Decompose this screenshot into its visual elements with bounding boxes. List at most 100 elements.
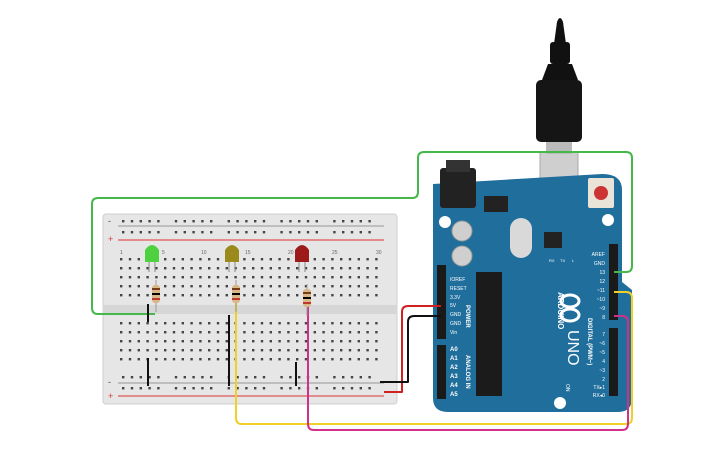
breadboard-hole — [120, 258, 123, 261]
breadboard-hole — [199, 322, 202, 325]
breadboard-hole — [210, 376, 213, 379]
pin-label: IOREF — [450, 277, 465, 283]
wires[interactable] — [91, 151, 633, 431]
breadboard-hole — [357, 340, 360, 343]
breadboard-hole — [210, 231, 213, 234]
col-label: 15 — [245, 250, 251, 256]
breadboard[interactable] — [102, 213, 398, 405]
breadboard-hole — [201, 231, 204, 234]
breadboard-hole — [357, 267, 360, 270]
resistor-3[interactable] — [303, 284, 311, 316]
breadboard-hole — [278, 258, 281, 261]
breadboard-hole — [201, 220, 204, 223]
breadboard-hole — [139, 231, 142, 234]
breadboard-hole — [366, 358, 369, 361]
board-led-labels: RX TX L — [549, 258, 575, 263]
breadboard-hole — [199, 331, 202, 334]
breadboard-hole — [210, 387, 213, 390]
resistor-1[interactable] — [152, 280, 160, 312]
breadboard-hole — [164, 358, 167, 361]
breadboard-hole — [225, 340, 228, 343]
breadboard-hole — [306, 231, 310, 234]
breadboard-hole — [252, 258, 255, 261]
breadboard-hole — [172, 340, 176, 343]
breadboard-hole — [190, 258, 193, 261]
breadboard-hole — [252, 294, 255, 297]
breadboard-hole — [366, 294, 369, 297]
breadboard-hole — [128, 340, 132, 343]
breadboard-hole — [148, 220, 151, 223]
breadboard-hole — [260, 358, 264, 361]
breadboard-hole — [174, 231, 178, 234]
breadboard-hole — [245, 376, 248, 379]
on-label: ON — [564, 384, 570, 392]
breadboard-hole — [120, 322, 123, 325]
breadboard-hole — [331, 285, 334, 288]
breadboard-hole — [128, 294, 132, 297]
breadboard-hole — [357, 285, 360, 288]
breadboard-hole — [368, 220, 371, 223]
breadboard-hole — [190, 322, 193, 325]
breadboard-hole — [128, 276, 132, 279]
breadboard-hole — [243, 349, 246, 352]
breadboard-hole — [322, 258, 325, 261]
breadboard-hole — [366, 340, 369, 343]
led-yellow[interactable] — [225, 245, 239, 272]
breadboard-hole — [181, 285, 184, 288]
breadboard-hole — [137, 349, 140, 352]
breadboard-hole — [306, 220, 310, 223]
breadboard-hole — [340, 294, 343, 297]
breadboard-hole — [366, 285, 369, 288]
breadboard-hole — [164, 276, 167, 279]
breadboard-hole — [190, 358, 193, 361]
breadboard-hole — [208, 358, 211, 361]
breadboard-hole — [210, 220, 213, 223]
breadboard-hole — [137, 285, 140, 288]
breadboard-hole — [128, 267, 132, 270]
col-label: 20 — [288, 250, 294, 256]
breadboard-hole — [313, 267, 316, 270]
breadboard-hole — [190, 285, 193, 288]
breadboard-hole — [137, 258, 140, 261]
arduino-logo — [559, 293, 581, 323]
breadboard-hole — [155, 267, 158, 270]
pin-label: 2 — [602, 377, 605, 383]
breadboard-hole — [287, 340, 290, 343]
resistor-2[interactable] — [232, 280, 240, 312]
breadboard-hole — [252, 267, 255, 270]
breadboard-hole — [120, 285, 123, 288]
breadboard-hole — [331, 258, 334, 261]
breadboard-hole — [298, 231, 301, 234]
led-red[interactable] — [295, 245, 309, 272]
breadboard-hole — [340, 285, 343, 288]
breadboard-hole — [296, 294, 299, 297]
breadboard-hole — [340, 349, 343, 352]
pin-label: 8 — [602, 315, 605, 321]
breadboard-hole — [254, 220, 257, 223]
breadboard-hole — [333, 387, 336, 390]
breadboard-hole — [137, 294, 140, 297]
analog-pin-labels: A0 A1 A2 A3 A4 A5 — [450, 347, 458, 398]
breadboard-hole — [269, 340, 272, 343]
breadboard-hole — [216, 358, 220, 361]
breadboard-hole — [269, 276, 272, 279]
breadboard-hole — [269, 349, 272, 352]
breadboard-hole — [254, 376, 257, 379]
breadboard-hole — [260, 294, 264, 297]
wire-black — [380, 315, 441, 383]
breadboard-hole — [357, 322, 360, 325]
breadboard-hole — [172, 285, 176, 288]
pin-label: A5 — [450, 392, 458, 398]
breadboard-hole — [304, 358, 308, 361]
arduino-board[interactable] — [433, 160, 632, 412]
breadboard-hole — [234, 276, 237, 279]
breadboard-hole — [146, 294, 149, 297]
breadboard-hole — [216, 322, 220, 325]
breadboard-hole — [245, 387, 248, 390]
breadboard-hole — [340, 340, 343, 343]
breadboard-hole — [120, 358, 123, 361]
power-pin-labels: IOREF RESET 3.3V 5V GND GND Vin — [450, 277, 467, 336]
led-green[interactable] — [145, 245, 159, 272]
breadboard-hole — [280, 220, 283, 223]
breadboard-hole — [181, 331, 184, 334]
